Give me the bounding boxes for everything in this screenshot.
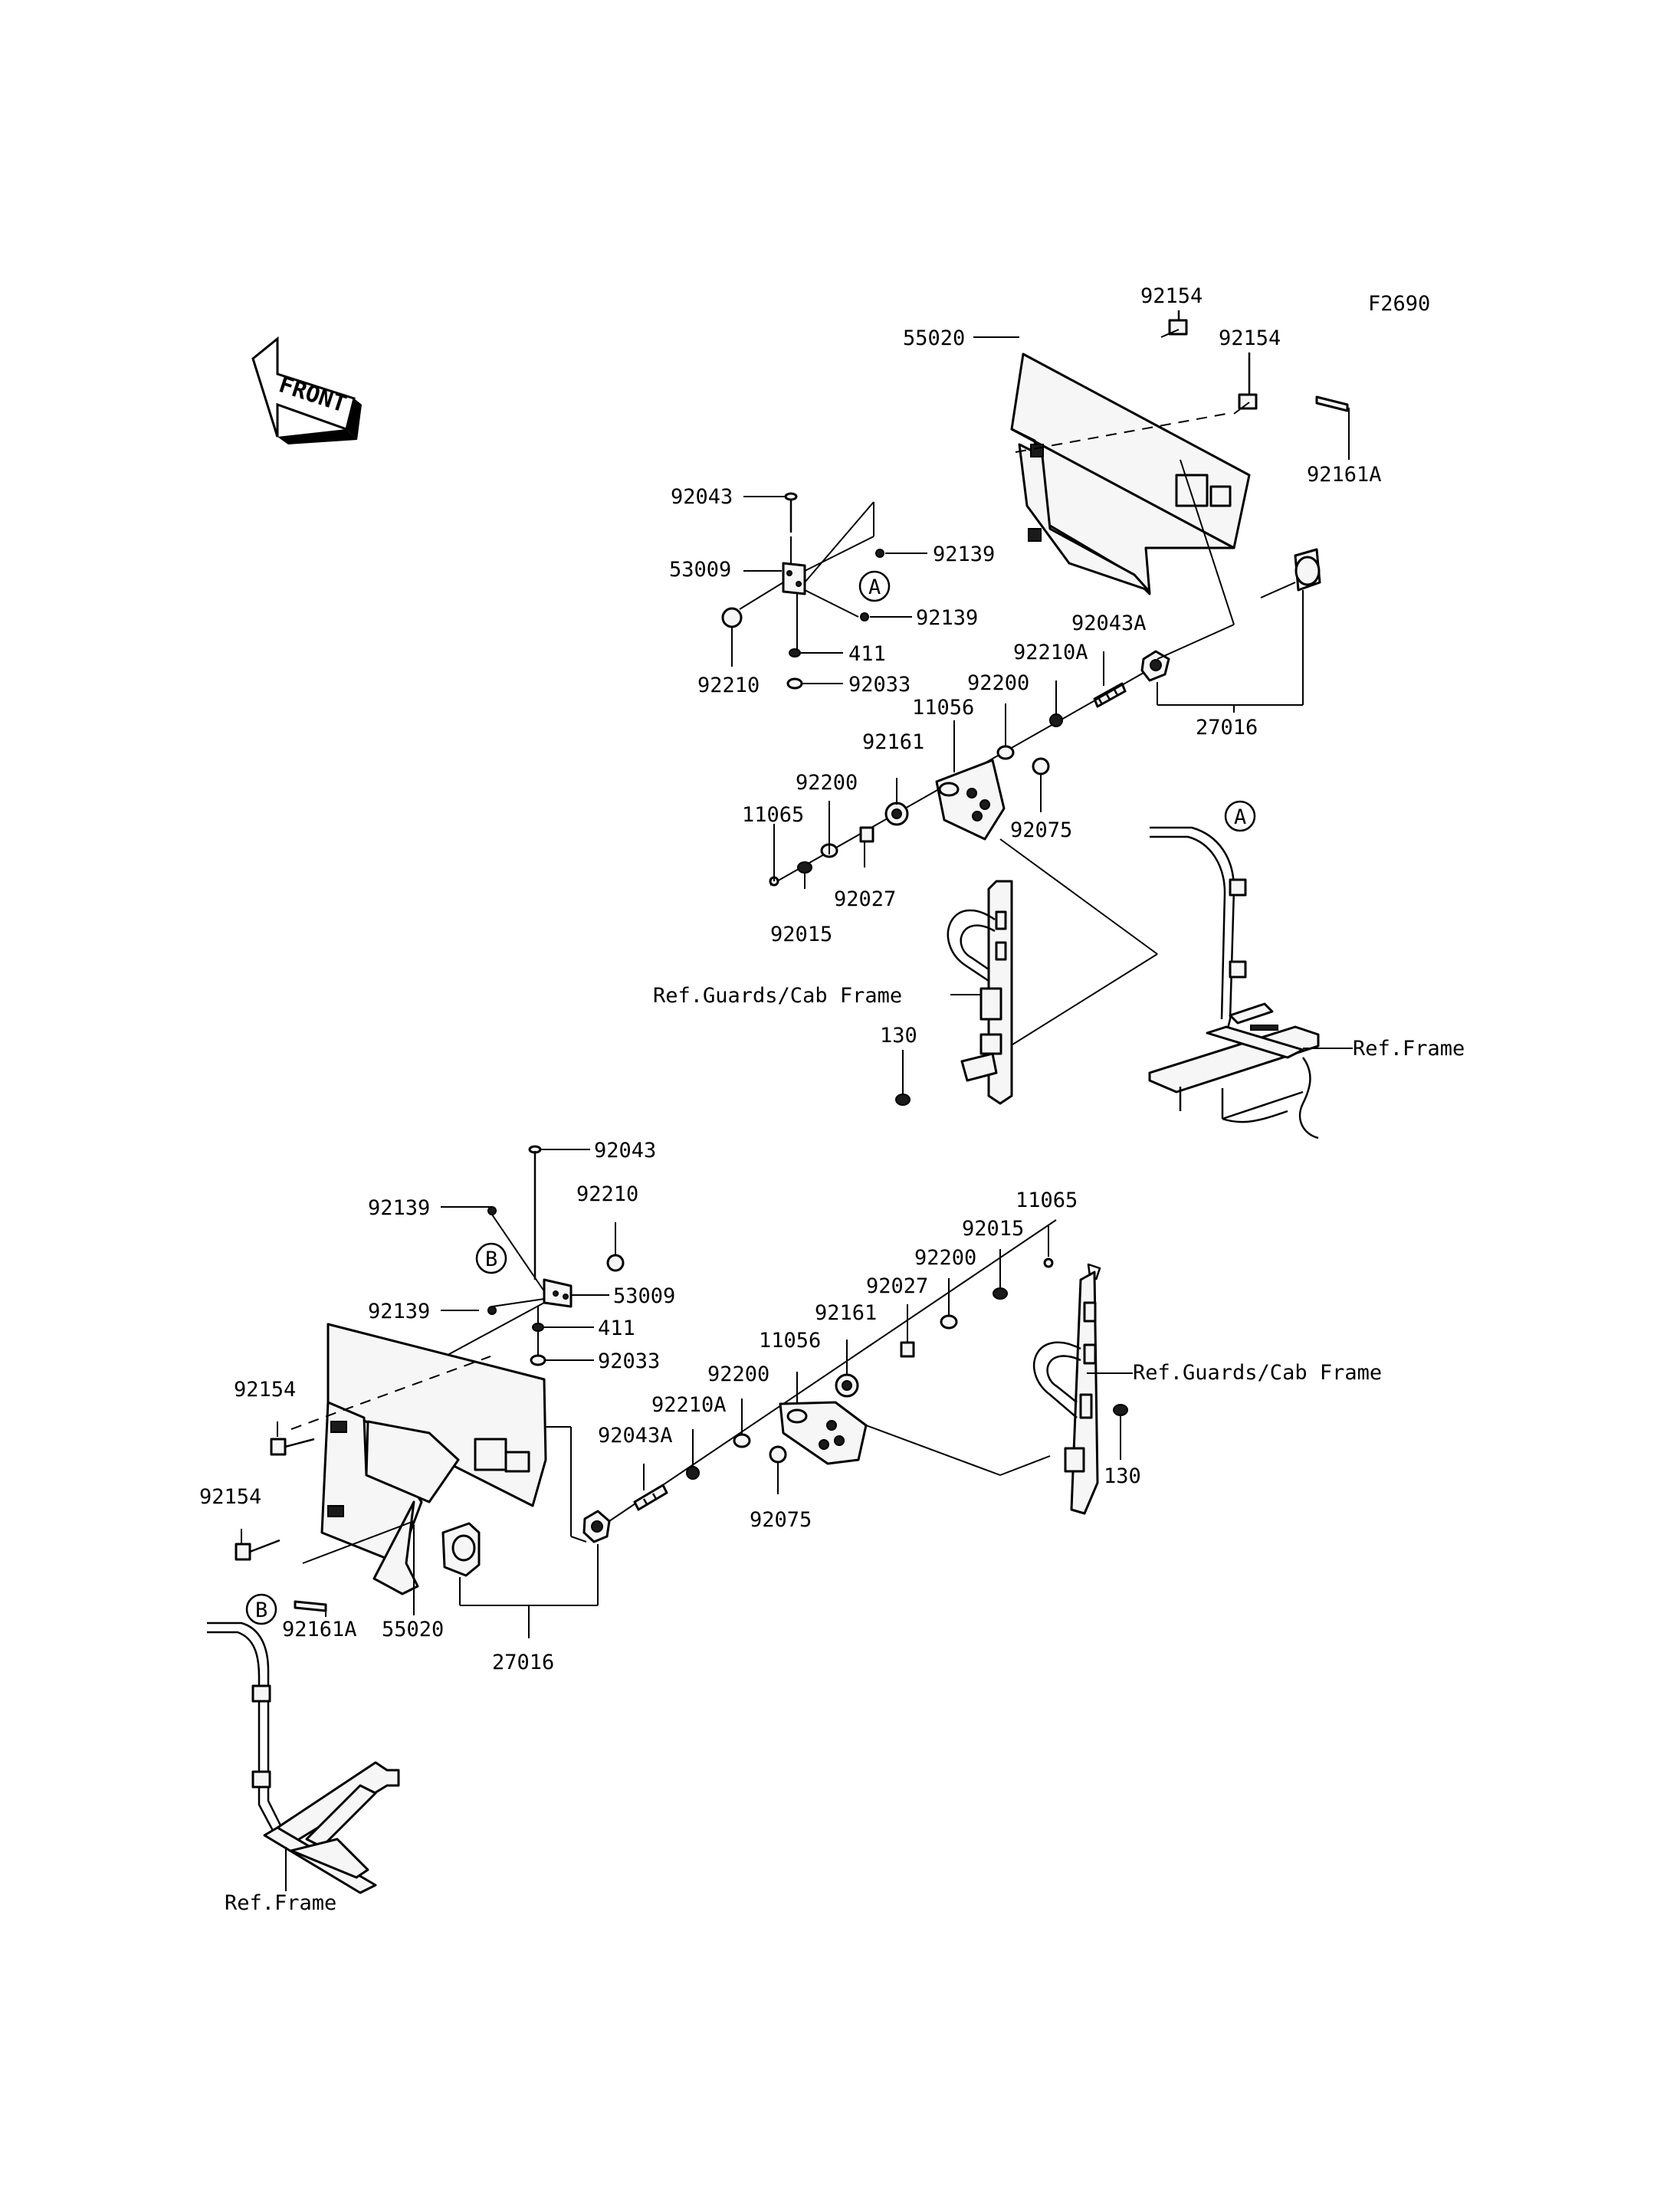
label-92200-lower-b: 92200	[707, 1362, 769, 1386]
label-92210A-upper: 92210A	[1013, 641, 1088, 664]
figure-code: F2690	[1368, 292, 1430, 316]
label-ref-frame-lower: Ref.Frame	[225, 1891, 336, 1915]
label-92154-upper-a: 92154	[1140, 284, 1203, 308]
label-92200-lower-a: 92200	[914, 1246, 976, 1270]
label-92033-lower: 92033	[598, 1349, 660, 1373]
label-92154-lower-b: 92154	[199, 1485, 261, 1509]
label-130-upper: 130	[880, 1024, 917, 1048]
label-92015-upper: 92015	[770, 923, 832, 946]
label-92200-upper-a: 92200	[967, 671, 1029, 695]
label-92043-upper: 92043	[671, 485, 733, 509]
plate-11056-lower	[779, 1401, 868, 1465]
screw-92154-lower-b	[235, 1539, 281, 1561]
label-411-lower: 411	[598, 1317, 635, 1340]
label-ref-guards-lower: Ref.Guards/Cab Frame	[1133, 1361, 1382, 1385]
screw-92154-upper-a	[1168, 310, 1188, 336]
callout-b-frame	[245, 1593, 277, 1625]
lower-assembly: B	[199, 1139, 1382, 1915]
label-ref-frame-upper: Ref.Frame	[1353, 1037, 1465, 1061]
label-11056-lower: 11056	[759, 1329, 821, 1353]
label-92043-lower: 92043	[594, 1139, 656, 1162]
callout-a-upper-label: A	[868, 575, 881, 599]
pin-92043-upper	[784, 492, 798, 533]
ref-frame-lower: B	[207, 1593, 400, 1894]
plate-11056-upper	[935, 759, 1006, 841]
bolt-92043A-lower	[633, 1484, 668, 1511]
ref-frame-upper: A	[1148, 800, 1320, 1139]
clip-53009-upper	[782, 562, 806, 595]
clip-53009-lower	[543, 1278, 573, 1308]
label-92043A-lower: 92043A	[598, 1424, 673, 1448]
callout-a-frame	[1224, 800, 1256, 832]
label-11065-upper: 11065	[742, 803, 804, 827]
callout-b-upper	[475, 1242, 507, 1274]
label-411-upper: 411	[848, 642, 886, 666]
label-92139-lower-b: 92139	[368, 1300, 430, 1323]
callout-b-upper-label: B	[485, 1248, 497, 1271]
label-55020-upper: 55020	[903, 326, 965, 350]
label-53009-lower: 53009	[613, 1284, 675, 1308]
bracket-27016-lower	[441, 1522, 481, 1577]
label-11056-upper: 11056	[912, 696, 974, 720]
label-92139-lower-a: 92139	[368, 1196, 430, 1220]
label-27016-lower: 27016	[492, 1651, 554, 1674]
tail-light-housing-upper	[1010, 353, 1251, 595]
label-92210A-lower: 92210A	[651, 1393, 727, 1417]
label-92015-lower: 92015	[962, 1217, 1024, 1241]
label-92043A-upper: 92043A	[1071, 612, 1147, 635]
screw-92154-lower-a	[270, 1438, 315, 1456]
bolt-92043A-upper	[1093, 682, 1127, 708]
screw-92154-upper-b	[1238, 353, 1258, 410]
front-arrow-icon: FRONT	[251, 336, 362, 444]
label-27016-upper: 27016	[1196, 716, 1258, 739]
pin-92043-lower	[528, 1145, 542, 1280]
label-11065-lower: 11065	[1016, 1189, 1078, 1212]
nut-27016-upper	[1140, 650, 1170, 682]
label-92161A-lower: 92161A	[282, 1618, 357, 1641]
bracket-27016-upper	[1260, 548, 1321, 598]
tail-light-housing-lower	[290, 1323, 587, 1595]
callout-b-frame-label: B	[255, 1599, 267, 1622]
label-92027-upper: 92027	[834, 887, 896, 911]
label-ref-guards-upper: Ref.Guards/Cab Frame	[653, 984, 902, 1008]
label-92200-upper-b: 92200	[796, 771, 858, 795]
label-92139-upper-b: 92139	[916, 606, 978, 630]
cab-frame-lower	[1032, 1263, 1101, 1515]
upper-assembly: A	[653, 284, 1465, 1139]
label-92161-lower: 92161	[815, 1301, 877, 1325]
label-92075-lower: 92075	[750, 1508, 812, 1532]
nut-27016-lower	[582, 1510, 611, 1543]
cab-frame-upper	[947, 880, 1013, 1105]
callout-a-upper	[858, 570, 891, 602]
label-92154-upper-b: 92154	[1219, 326, 1281, 350]
label-92139-upper-a: 92139	[933, 543, 995, 566]
label-92033-upper: 92033	[848, 673, 911, 697]
label-92027-lower: 92027	[866, 1274, 928, 1298]
label-53009-upper: 53009	[669, 558, 731, 582]
label-92154-lower-a: 92154	[234, 1378, 296, 1402]
pad-92161A-lower	[294, 1600, 327, 1612]
pad-92161A-upper	[1315, 395, 1349, 412]
label-130-lower: 130	[1104, 1464, 1141, 1488]
label-92210-lower: 92210	[576, 1182, 638, 1206]
label-92161A-upper: 92161A	[1307, 463, 1382, 487]
label-92161-upper: 92161	[862, 730, 924, 754]
label-92075-upper: 92075	[1010, 818, 1072, 842]
callout-a-frame-label: A	[1234, 805, 1246, 829]
label-55020-lower: 55020	[382, 1618, 444, 1641]
label-92210-upper: 92210	[697, 674, 760, 697]
